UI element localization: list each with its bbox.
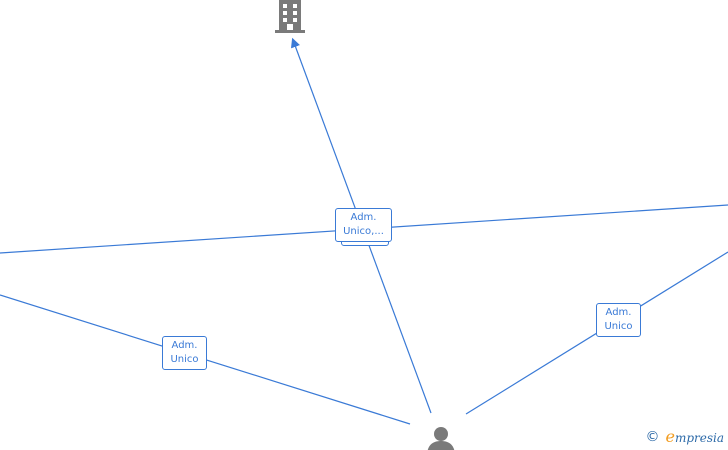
copyright-symbol: © <box>645 428 660 445</box>
brand-logo[interactable]: empresia <box>665 427 724 446</box>
edge-label-adm-unico-right[interactable]: Adm. Unico <box>596 303 641 337</box>
brand-name: mpresia <box>674 431 724 445</box>
building-icon[interactable] <box>275 0 305 33</box>
footer-brand: © empresia <box>645 427 724 446</box>
person-icon[interactable] <box>427 427 455 450</box>
edge-label-adm-unico-top[interactable]: Adm. Unico,... <box>335 208 392 242</box>
edge-label-adm-unico-left[interactable]: Adm. Unico <box>162 336 207 370</box>
brand-initial: e <box>665 427 675 446</box>
